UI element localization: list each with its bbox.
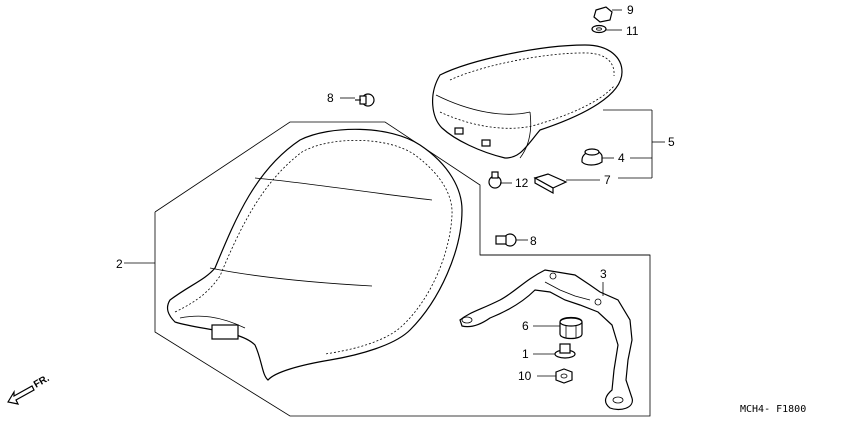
front-arrow-icon [7,385,35,405]
callout-1: 1 [522,347,529,361]
callout-8-lower: 8 [530,234,537,248]
passenger-seat [432,44,623,159]
callout-8-upper: 8 [327,91,334,105]
grommet-part-4 [581,148,603,166]
figure-code: MCH4- F1800 [740,404,806,415]
callout-9: 9 [627,3,634,17]
nut-part-9 [593,6,613,23]
bolt-part-12 [488,171,502,189]
stud-part-1 [554,343,576,359]
front-direction-indicator: FR. [7,373,52,405]
callout-5: 5 [668,135,675,149]
callout-11: 11 [626,24,639,38]
callout-7: 7 [604,173,611,187]
callout-4: 4 [618,151,625,165]
seat-bracket-part-3 [459,269,633,411]
nut-part-10 [555,368,573,384]
leader-lines [124,9,665,377]
washer-part-11 [591,24,607,34]
callout-3: 3 [600,267,607,281]
callout-6: 6 [522,319,529,333]
assembly-frame [154,121,651,417]
front-label: FR. [32,373,52,391]
bolt-part-8-lower [495,233,517,247]
main-seat [166,128,463,381]
callouts: 2 8 9 11 5 4 7 12 8 3 6 1 10 [116,3,675,383]
pad-part-7 [533,173,568,195]
callout-2: 2 [116,257,123,271]
callout-10: 10 [518,369,532,383]
callout-12: 12 [515,176,529,190]
bolt-part-8-upper [355,93,375,107]
cushion-part-6 [559,316,583,340]
